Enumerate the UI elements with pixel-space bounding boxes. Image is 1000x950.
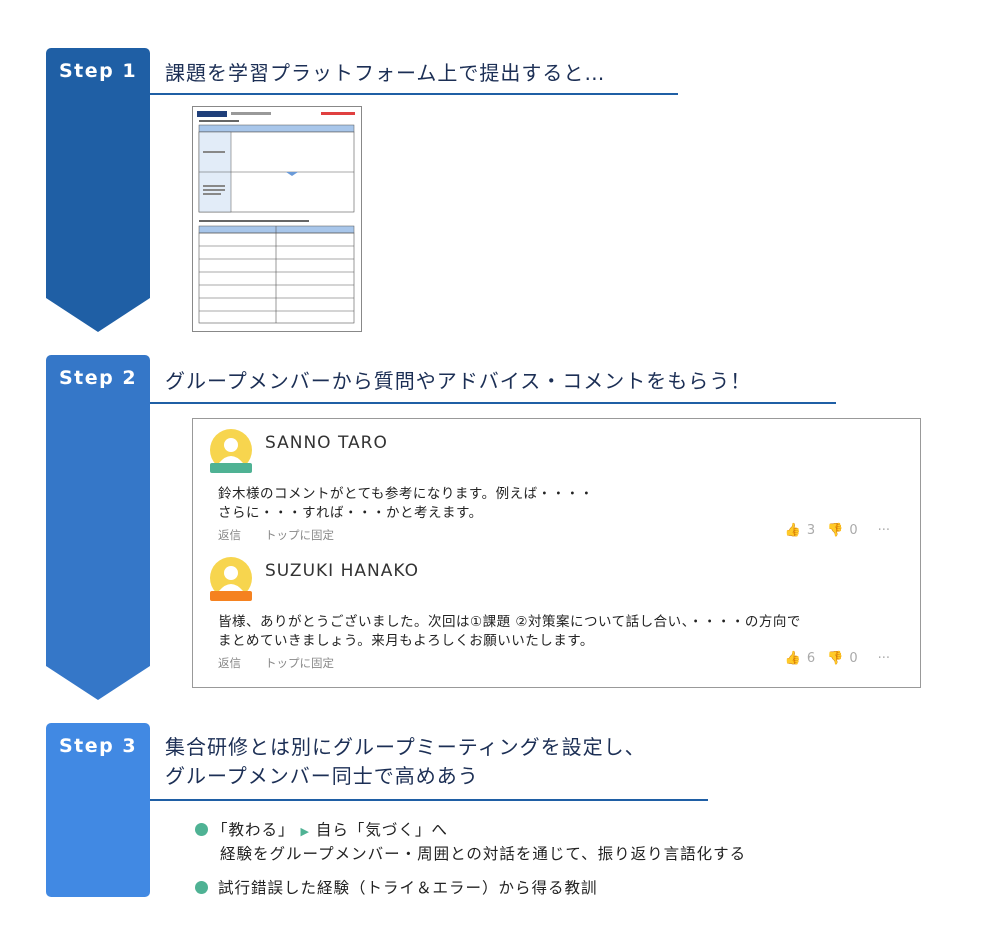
reply-button[interactable]: 返信 (218, 528, 241, 542)
more-options-icon[interactable]: ··· (877, 523, 890, 538)
user-avatar-icon (210, 557, 252, 601)
step-2-label: Step 2 (58, 367, 138, 389)
dislike-count: 0 (849, 651, 858, 666)
like-count: 6 (806, 651, 816, 666)
bullet-subtext: 経験をグループメンバー・周囲との対話を通じて、振り返り言語化する (220, 845, 747, 863)
comment-actions: 返信 トップに固定 (218, 527, 358, 543)
comment-body: 鈴木様のコメントがとても参考になります。例えば・・・・ さらに・・・すれば・・・… (218, 485, 594, 523)
more-options-icon[interactable]: ··· (877, 651, 890, 666)
bullet-item: 試行錯誤した経験（トライ＆エラー）から得る教訓 (195, 876, 597, 898)
thumbs-down-icon[interactable]: 👎 (827, 651, 844, 666)
pin-to-top-button[interactable]: トップに固定 (265, 656, 334, 670)
comment-author: SANNO TARO (265, 433, 388, 453)
step-2-banner: Step 2 (46, 355, 150, 666)
bullet-dot-icon (195, 823, 208, 836)
thumbs-down-icon[interactable]: 👎 (827, 523, 844, 538)
step-1-banner: Step 1 (46, 48, 150, 298)
step-2-underline (150, 402, 836, 404)
like-count: 3 (806, 523, 816, 538)
submitted-document-thumbnail[interactable] (192, 106, 362, 332)
step-1-arrow (46, 298, 150, 332)
comment-thread: SANNO TARO 鈴木様のコメントがとても参考になります。例えば・・・・ さ… (192, 418, 921, 688)
bullet-item: 「教わる」 ▶ 自ら「気づく」へ (195, 818, 448, 840)
step-3-banner: Step 3 (46, 723, 150, 897)
comment: SANNO TARO 鈴木様のコメントがとても参考になります。例えば・・・・ さ… (193, 419, 920, 549)
comment-line: 皆様、ありがとうございました。次回は①課題 ②対策案について話し合い、・・・・の… (218, 614, 801, 630)
step-3-label: Step 3 (58, 735, 138, 757)
comment: SUZUKI HANAKO 皆様、ありがとうございました。次回は①課題 ②対策案… (193, 547, 920, 677)
thumbs-up-icon[interactable]: 👍 (784, 523, 801, 538)
comment-actions: 返信 トップに固定 (218, 655, 358, 671)
step-3-title-line: 集合研修とは別にグループミーティングを設定し、 (165, 735, 646, 759)
thumbs-up-icon[interactable]: 👍 (784, 651, 801, 666)
step-3-title-line: グループメンバー同士で高めあう (165, 764, 479, 788)
comment-line: まとめていきましょう。来月もよろしくお願いいたします。 (218, 633, 594, 649)
pin-to-top-button[interactable]: トップに固定 (265, 528, 334, 542)
step-3-title: 集合研修とは別にグループミーティングを設定し、 グループメンバー同士で高めあう (165, 733, 646, 791)
step-1-title: 課題を学習プラットフォーム上で提出すると… (165, 61, 606, 85)
document-preview-icon (197, 111, 355, 324)
play-arrow-icon: ▶ (300, 825, 310, 838)
comment-author: SUZUKI HANAKO (265, 561, 419, 581)
step-1-underline (150, 93, 678, 95)
bullet-text: 「教わる」 (212, 821, 295, 839)
bullet-text: 自ら「気づく」へ (315, 821, 448, 839)
comment-body: 皆様、ありがとうございました。次回は①課題 ②対策案について話し合い、・・・・の… (218, 613, 801, 651)
comment-votes: 👍 3 👎 0 ··· (785, 523, 890, 538)
comment-line: 鈴木様のコメントがとても参考になります。例えば・・・・ (218, 486, 594, 502)
user-avatar-icon (210, 429, 252, 473)
step-2-arrow (46, 666, 150, 700)
step-3-underline (150, 799, 708, 801)
step-1-label: Step 1 (58, 60, 138, 82)
comment-votes: 👍 6 👎 0 ··· (785, 651, 890, 666)
bullet-dot-icon (195, 881, 208, 894)
reply-button[interactable]: 返信 (218, 656, 241, 670)
comment-line: さらに・・・すれば・・・かと考えます。 (218, 505, 483, 521)
dislike-count: 0 (849, 523, 858, 538)
step-2-title: グループメンバーから質問やアドバイス・コメントをもらう！ (165, 369, 752, 393)
bullet-text: 試行錯誤した経験（トライ＆エラー）から得る教訓 (217, 879, 598, 897)
